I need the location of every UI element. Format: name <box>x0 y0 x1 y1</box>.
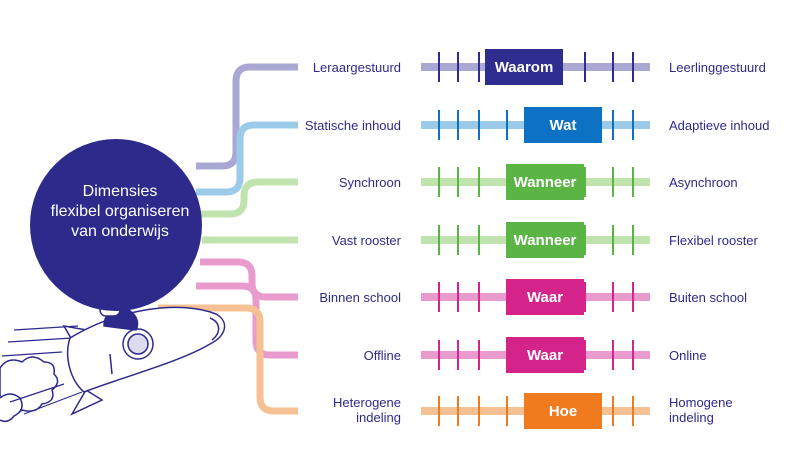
scale-tick <box>457 225 459 255</box>
connector-line <box>198 178 298 218</box>
scale-tick <box>438 167 440 197</box>
dimension-row: Offline Online Waar <box>0 335 793 375</box>
scale-tick <box>632 52 634 82</box>
scale-tick <box>506 110 508 140</box>
left-label: Vast rooster <box>331 233 401 248</box>
dimension-box: Wat <box>524 107 602 143</box>
dimension-row: Heterogene indeling Homogene indeling Hoe <box>0 391 793 431</box>
title-line-1: Dimensies <box>82 183 158 200</box>
left-label: Leraargestuurd <box>312 60 401 75</box>
right-label: Leerlinggestuurd <box>669 60 766 75</box>
scale-tick <box>632 110 634 140</box>
scale-tick <box>478 282 480 312</box>
scale-tick <box>632 282 634 312</box>
scale-tick <box>612 52 614 82</box>
scale-tick <box>584 225 586 255</box>
dimension-box: Wanneer <box>506 222 584 258</box>
scale-tick <box>632 225 634 255</box>
scale-tick <box>478 110 480 140</box>
dimension-box: Wanneer <box>506 164 584 200</box>
right-label: Flexibel rooster <box>669 233 758 248</box>
scale-tick <box>612 396 614 426</box>
scale-tick <box>438 396 440 426</box>
scale-tick <box>457 282 459 312</box>
dimension-row: Synchroon Asynchroon Wanneer <box>0 162 793 202</box>
scale-tick <box>457 110 459 140</box>
dimension-box: Waarom <box>485 49 563 85</box>
smoke-cloud-icon <box>0 356 59 423</box>
scale-tick <box>612 340 614 370</box>
speed-lines <box>1 325 83 415</box>
connector-line <box>196 282 298 359</box>
scale-tick <box>584 167 586 197</box>
connector-line <box>196 121 298 196</box>
scale-tick <box>632 167 634 197</box>
scale-tick <box>478 52 480 82</box>
scale-tick <box>584 52 586 82</box>
scale-tick <box>438 110 440 140</box>
scale-tick <box>457 52 459 82</box>
scale-tick <box>612 225 614 255</box>
left-label: Statische inhoud <box>304 118 401 133</box>
scale-tick <box>438 282 440 312</box>
left-label: Synchroon <box>338 175 401 190</box>
scale-tick <box>478 340 480 370</box>
right-label: Homogene indeling <box>669 395 733 425</box>
rocket-icon <box>62 306 226 416</box>
left-label: Heterogene indeling <box>333 395 401 425</box>
title-line-3: van onderwijs <box>71 223 169 240</box>
right-label: Online <box>669 348 707 363</box>
connector-line <box>196 63 298 170</box>
scale-tick <box>612 282 614 312</box>
scale-tick <box>584 282 586 312</box>
connector-line <box>158 304 298 415</box>
scale-tick <box>632 396 634 426</box>
title-line-2: flexibel organiseren <box>50 203 190 220</box>
scale-tick <box>457 340 459 370</box>
dimension-box: Waar <box>506 337 584 373</box>
left-label: Binnen school <box>319 290 401 305</box>
right-label: Asynchroon <box>669 175 738 190</box>
scale-tick <box>457 167 459 197</box>
scale-tick <box>478 167 480 197</box>
diagram-title: Dimensies flexibel organiseren van onder… <box>45 182 195 242</box>
scale-tick <box>612 167 614 197</box>
dimension-box: Waar <box>506 279 584 315</box>
connector-line <box>200 258 298 301</box>
scale-tick <box>478 396 480 426</box>
dimension-row: Statische inhoud Adaptieve inhoud Wat <box>0 105 793 145</box>
right-label: Buiten school <box>669 290 748 305</box>
left-label: Offline <box>363 348 401 363</box>
scale-tick <box>506 396 508 426</box>
scale-tick <box>584 340 586 370</box>
dimension-row: Leraargestuurd Leerlinggestuurd Waarom <box>0 47 793 87</box>
scale-tick <box>438 52 440 82</box>
scale-tick <box>438 225 440 255</box>
central-circle <box>30 139 202 311</box>
scale-tick <box>612 110 614 140</box>
scale-tick <box>457 396 459 426</box>
scale-tick <box>632 340 634 370</box>
dimension-box: Hoe <box>524 393 602 429</box>
dimension-row: Vast rooster Flexibel rooster Wanneer <box>0 220 793 260</box>
right-label: Adaptieve inhoud <box>669 118 770 133</box>
scale-tick <box>438 340 440 370</box>
scale-tick <box>478 225 480 255</box>
dimension-row: Binnen school Buiten school Waar <box>0 277 793 317</box>
